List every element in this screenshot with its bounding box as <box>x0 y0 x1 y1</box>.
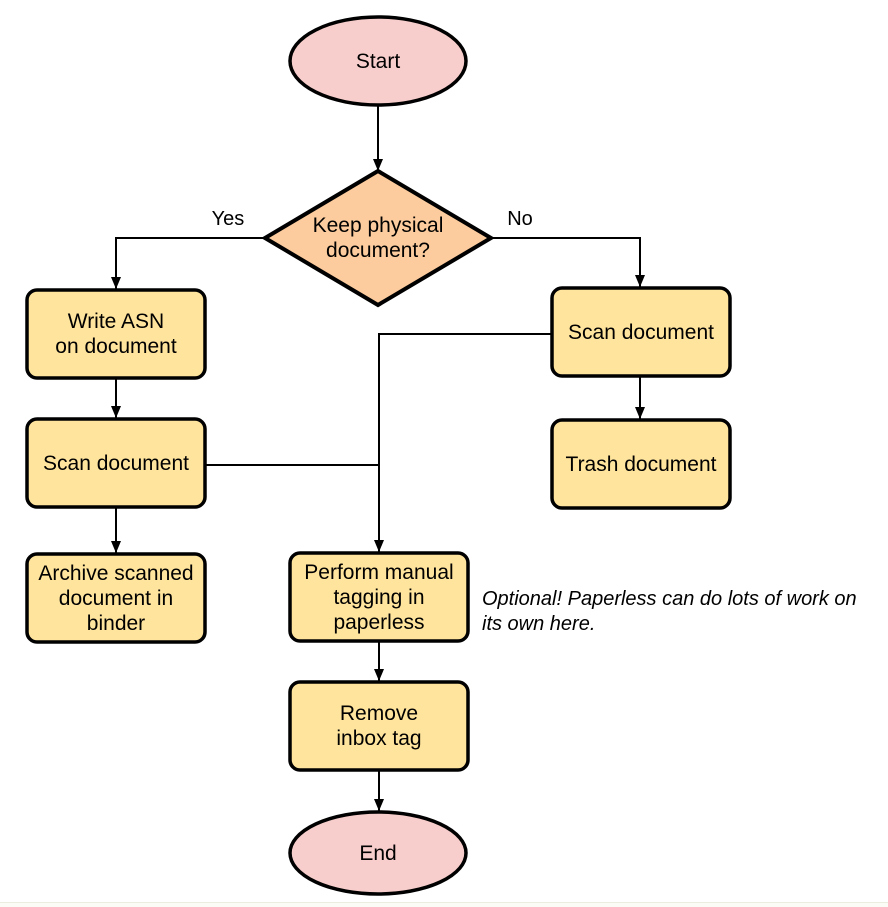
manual-tagging-node <box>288 551 470 643</box>
scan-document-left-node <box>25 417 207 509</box>
manual-tagging-node-label: Perform manual tagging in paperless <box>304 560 454 634</box>
end-node-label: End <box>359 841 397 865</box>
scan-document-left-node-label: Scan document <box>43 451 189 475</box>
edge-decision-yes <box>111 237 266 289</box>
yes-branch-label: Yes <box>211 208 245 230</box>
write-asn-node <box>25 288 207 380</box>
write-asn-node-label: Write ASN on document <box>55 310 177 358</box>
decision-node-label: Keep physical document? <box>312 214 444 262</box>
edge-scanright-to-tagging <box>374 333 552 552</box>
remove-inbox-tag-node <box>288 680 470 772</box>
remove-inbox-tag-node-label: Remove inbox tag <box>336 702 422 750</box>
canvas-bottom-edge <box>0 902 888 907</box>
flow-connectors <box>111 105 645 811</box>
no-branch-label: No <box>507 208 533 230</box>
optional-annotation: Optional! Paperless can do lots of work … <box>482 588 857 635</box>
start-node-label: Start <box>355 49 401 73</box>
trash-document-node <box>550 418 732 510</box>
archive-node-label: Archive scanned document in binder <box>38 561 194 635</box>
start-node <box>288 15 468 107</box>
archive-node <box>25 552 207 644</box>
scan-document-right-node <box>550 286 732 378</box>
edge-decision-no <box>490 237 645 287</box>
end-node <box>288 810 468 896</box>
decision-node <box>261 168 495 308</box>
trash-document-node-label: Trash document <box>565 452 717 476</box>
scan-document-right-node-label: Scan document <box>568 320 714 344</box>
